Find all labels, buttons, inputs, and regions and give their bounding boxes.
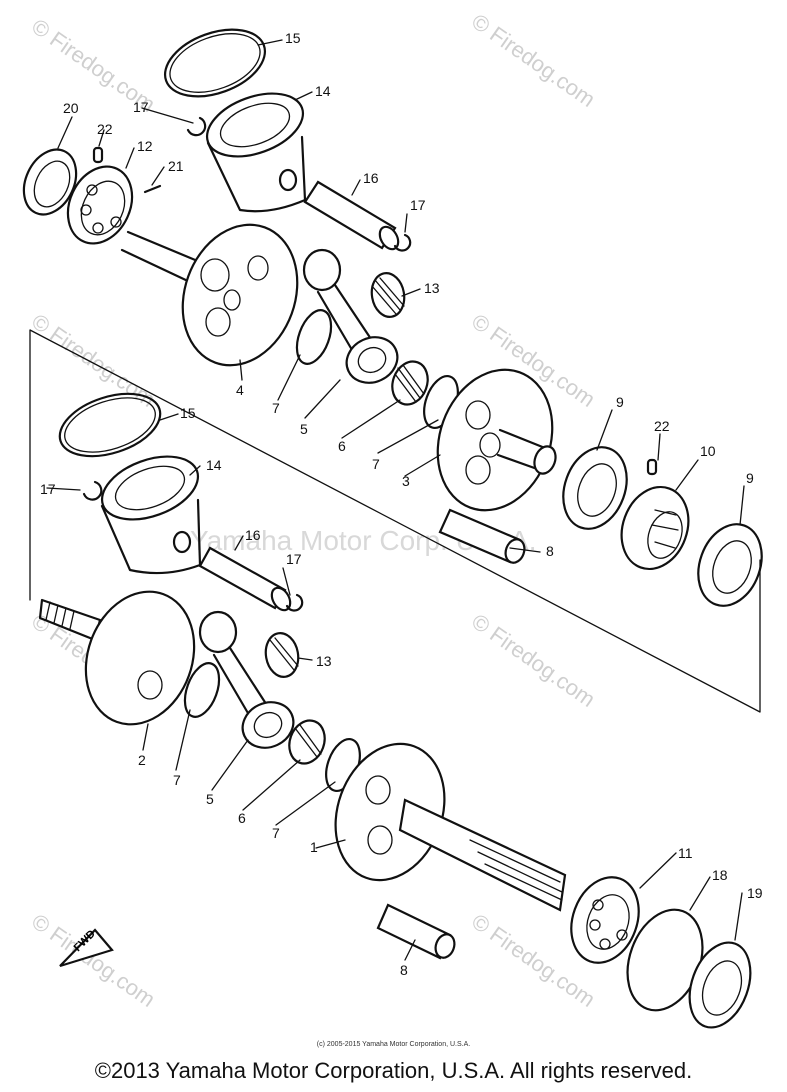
callout-number: 12 <box>137 138 153 154</box>
crank-wheel <box>436 368 557 512</box>
callout-number: 16 <box>245 527 261 543</box>
thrust-washer <box>295 309 333 365</box>
callout-number: 8 <box>546 543 554 559</box>
piston-ring <box>58 392 162 458</box>
callout-number: 21 <box>168 158 184 174</box>
watermark-text: © Firedog.com <box>467 9 600 112</box>
callout-number: 17 <box>286 551 302 567</box>
callout-number: 14 <box>206 457 222 473</box>
assembly-line <box>29 329 761 713</box>
crank-pin <box>438 508 526 564</box>
bearing <box>66 165 134 245</box>
callout-number: 17 <box>40 481 56 497</box>
callout-number: 17 <box>133 99 149 115</box>
callout-number: 22 <box>97 121 113 137</box>
callout-number: 13 <box>424 280 440 296</box>
callout-number: 13 <box>316 653 332 669</box>
callout-number: 7 <box>372 456 380 472</box>
callout-number: 19 <box>747 885 763 901</box>
callout-number: 17 <box>410 197 426 213</box>
callout-number: 16 <box>363 170 379 186</box>
crank-pin <box>376 903 456 960</box>
callout-number: 5 <box>300 421 308 437</box>
callout-number: 7 <box>272 825 280 841</box>
circlip <box>393 233 412 252</box>
lower-assembly: FWD <box>38 392 752 1029</box>
fwd-arrow-icon: FWD <box>59 928 114 968</box>
callout-number: 20 <box>63 100 79 116</box>
piston <box>205 92 307 213</box>
callout-number: 1 <box>310 839 318 855</box>
small-copyright: (c) 2005-2015 Yamaha Motor Corporation, … <box>316 1041 471 1048</box>
callout-number: 3 <box>402 473 410 489</box>
watermark-text: © Firedog.com <box>467 609 600 712</box>
callout-number: 22 <box>654 418 670 434</box>
dowel-pin <box>646 458 658 476</box>
piston <box>100 455 202 575</box>
connecting-rod <box>302 248 399 384</box>
piston-pin <box>198 546 292 612</box>
needle-bearing <box>370 272 406 318</box>
callout-number: 14 <box>315 83 331 99</box>
needle-bearing <box>391 360 429 406</box>
circlip <box>82 480 103 501</box>
callout-group: 1 2 3 4 5 5 6 6 7 7 7 7 8 8 9 9 10 11 12… <box>40 30 763 978</box>
callout-number: 6 <box>238 810 246 826</box>
callout-number: 6 <box>338 438 346 454</box>
callout-number: 18 <box>712 867 728 883</box>
oil-seal <box>688 941 752 1029</box>
needle-bearing <box>264 632 300 678</box>
callout-number: 15 <box>180 405 196 421</box>
copyright-notice: ©2013 Yamaha Motor Corporation, U.S.A. A… <box>94 1058 693 1083</box>
connecting-rod <box>198 610 295 749</box>
callout-number: 7 <box>173 772 181 788</box>
labyrinth-seal <box>620 485 690 571</box>
thrust-washer <box>183 662 221 718</box>
piston-ring <box>163 28 267 98</box>
leader-lines <box>46 39 745 961</box>
crank-wheel <box>334 742 567 912</box>
circlip <box>186 116 207 137</box>
callout-number: 9 <box>616 394 624 410</box>
circlip <box>285 593 304 612</box>
watermark-text: © Firedog.com <box>27 309 160 412</box>
callout-number: 4 <box>236 382 244 398</box>
upper-assembly <box>22 28 763 607</box>
bearing <box>562 446 628 530</box>
callout-number: 7 <box>272 400 280 416</box>
woodruff-key <box>143 184 162 194</box>
callout-number: 15 <box>285 30 301 46</box>
crank-wheel <box>181 223 299 367</box>
piston-pin <box>303 180 400 251</box>
callout-number: 10 <box>700 443 716 459</box>
watermark-text: © Firedog.com <box>27 909 160 1012</box>
needle-bearing <box>288 719 326 765</box>
dowel-pin <box>92 146 104 164</box>
callout-number: 9 <box>746 470 754 486</box>
callout-number: 2 <box>138 752 146 768</box>
bearing <box>697 523 763 607</box>
bearing <box>570 876 640 964</box>
callout-number: 8 <box>400 962 408 978</box>
callout-number: 11 <box>678 845 693 861</box>
callout-number: 5 <box>206 791 214 807</box>
crank-wheel <box>84 590 196 726</box>
